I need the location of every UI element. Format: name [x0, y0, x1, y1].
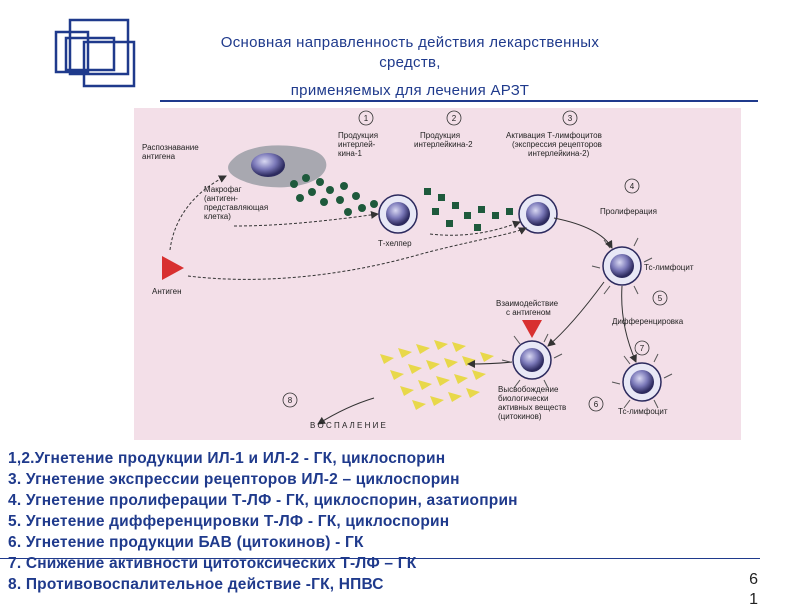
label-t-activation-1: Активация Т-лимфоцитов — [506, 131, 602, 140]
list-item: 7. Снижение активности цитотоксических Т… — [8, 555, 417, 572]
tc-cell-top — [591, 237, 653, 295]
label-t-helper: Т-хелпер — [378, 239, 412, 248]
label-macrophage-4: клетка) — [204, 212, 231, 221]
immune-response-diagram: 1 2 3 4 5 6 7 8 Распознавание антигена П… — [134, 108, 741, 440]
page-title-line-3: применяемых для лечения АРЗТ — [290, 82, 530, 99]
tc-cell-interacting — [501, 333, 563, 389]
step-number-4: 4 — [630, 182, 635, 191]
arrow-interaction — [547, 281, 605, 347]
antigen-icon — [162, 256, 184, 280]
il1-cytokines — [290, 174, 378, 216]
label-il2-1: Продукция — [420, 131, 460, 140]
step-number-5: 5 — [658, 294, 663, 303]
page-title-line-1: Основная направленность действия лекарст… — [220, 34, 600, 51]
page-number-cont: 1 — [749, 591, 758, 608]
list-item: 3. Угнетение экспрессии рецепторов ИЛ-2 … — [8, 471, 460, 488]
list-item: 5. Угнетение дифференцировки Т-ЛФ - ГК, … — [8, 513, 450, 530]
label-antigen-recognition-2: антигена — [142, 152, 176, 161]
label-macrophage-3: представляющая — [204, 203, 268, 212]
page-number: 6 1 — [749, 570, 758, 610]
step-number-6: 6 — [594, 400, 599, 409]
arrow-il2-tcell — [429, 220, 521, 236]
label-release-2: биологически — [498, 394, 549, 403]
label-il1-1: Продукция — [338, 131, 378, 140]
label-il1-3: кина-1 — [338, 149, 363, 158]
label-il1-2: интерлей- — [338, 140, 376, 149]
step-number-7: 7 — [640, 344, 645, 353]
arrow-macrophage-thelper — [233, 210, 379, 227]
step-number-1: 1 — [364, 114, 369, 123]
logo-icon — [54, 18, 136, 88]
label-tc-lymphocyte-top: Тс-лимфоцит — [644, 263, 694, 272]
label-tc-lymphocyte-bottom: Тс-лимфоцит — [618, 407, 668, 416]
macrophage-nucleus — [251, 153, 285, 177]
tc-cell-bottom — [611, 353, 673, 409]
list-item: 8. Противовоспалительное действие -ГК, Н… — [8, 576, 384, 593]
label-differentiation: Дифференцировка — [612, 317, 684, 326]
step-number-2: 2 — [452, 114, 457, 123]
label-antigen: Антиген — [152, 287, 182, 296]
label-antigen-recognition-1: Распознавание — [142, 143, 199, 152]
label-t-activation-2: (экспрессия рецепторов — [512, 140, 602, 149]
label-il2-2: интерлейкина-2 — [414, 140, 473, 149]
bav-particles — [380, 340, 494, 410]
step-number-8: 8 — [288, 396, 293, 405]
step-number-3: 3 — [568, 114, 573, 123]
label-interaction-1: Взаимодействие — [496, 299, 559, 308]
label-release-4: (цитокинов) — [498, 412, 542, 421]
bottom-divider — [0, 558, 760, 559]
list-item: 1,2.Угнетение продукции ИЛ-1 и ИЛ-2 - ГК… — [8, 450, 446, 467]
arrow-proliferation — [553, 217, 613, 249]
label-macrophage-2: (антиген- — [204, 194, 238, 203]
arrow-inflammation — [317, 397, 375, 425]
title-underline — [160, 100, 758, 102]
antigen-interaction-icon — [522, 320, 542, 338]
diagram-svg: 1 2 3 4 5 6 7 8 Распознавание антигена П… — [142, 110, 694, 430]
list-item: 6. Угнетение продукции БАВ (цитокинов) -… — [8, 534, 364, 551]
label-inflammation: В О С П А Л Е Н И Е — [310, 421, 386, 430]
il2-cytokines — [424, 188, 513, 231]
label-release-3: активных веществ — [498, 403, 566, 412]
list-item: 4. Угнетение пролиферации Т-ЛФ - ГК, цик… — [8, 492, 518, 509]
label-t-activation-3: интерлейкина-2) — [528, 149, 590, 158]
page-title-line-2: средств, — [379, 54, 441, 71]
label-release-1: Высвобождение — [498, 385, 559, 394]
drug-action-list: 1,2.Угнетение продукции ИЛ-1 и ИЛ-2 - ГК… — [8, 448, 748, 595]
arrow-antigen-macrophage — [169, 175, 227, 251]
page-number-main: 6 — [749, 571, 758, 588]
label-macrophage-1: Макрофаг — [204, 185, 242, 194]
arrow-release — [467, 359, 513, 368]
arrow-differentiation — [621, 285, 637, 363]
arrow-antigen-thelper — [187, 227, 527, 280]
label-proliferation: Пролиферация — [600, 207, 657, 216]
label-interaction-2: с антигеном — [506, 308, 551, 317]
